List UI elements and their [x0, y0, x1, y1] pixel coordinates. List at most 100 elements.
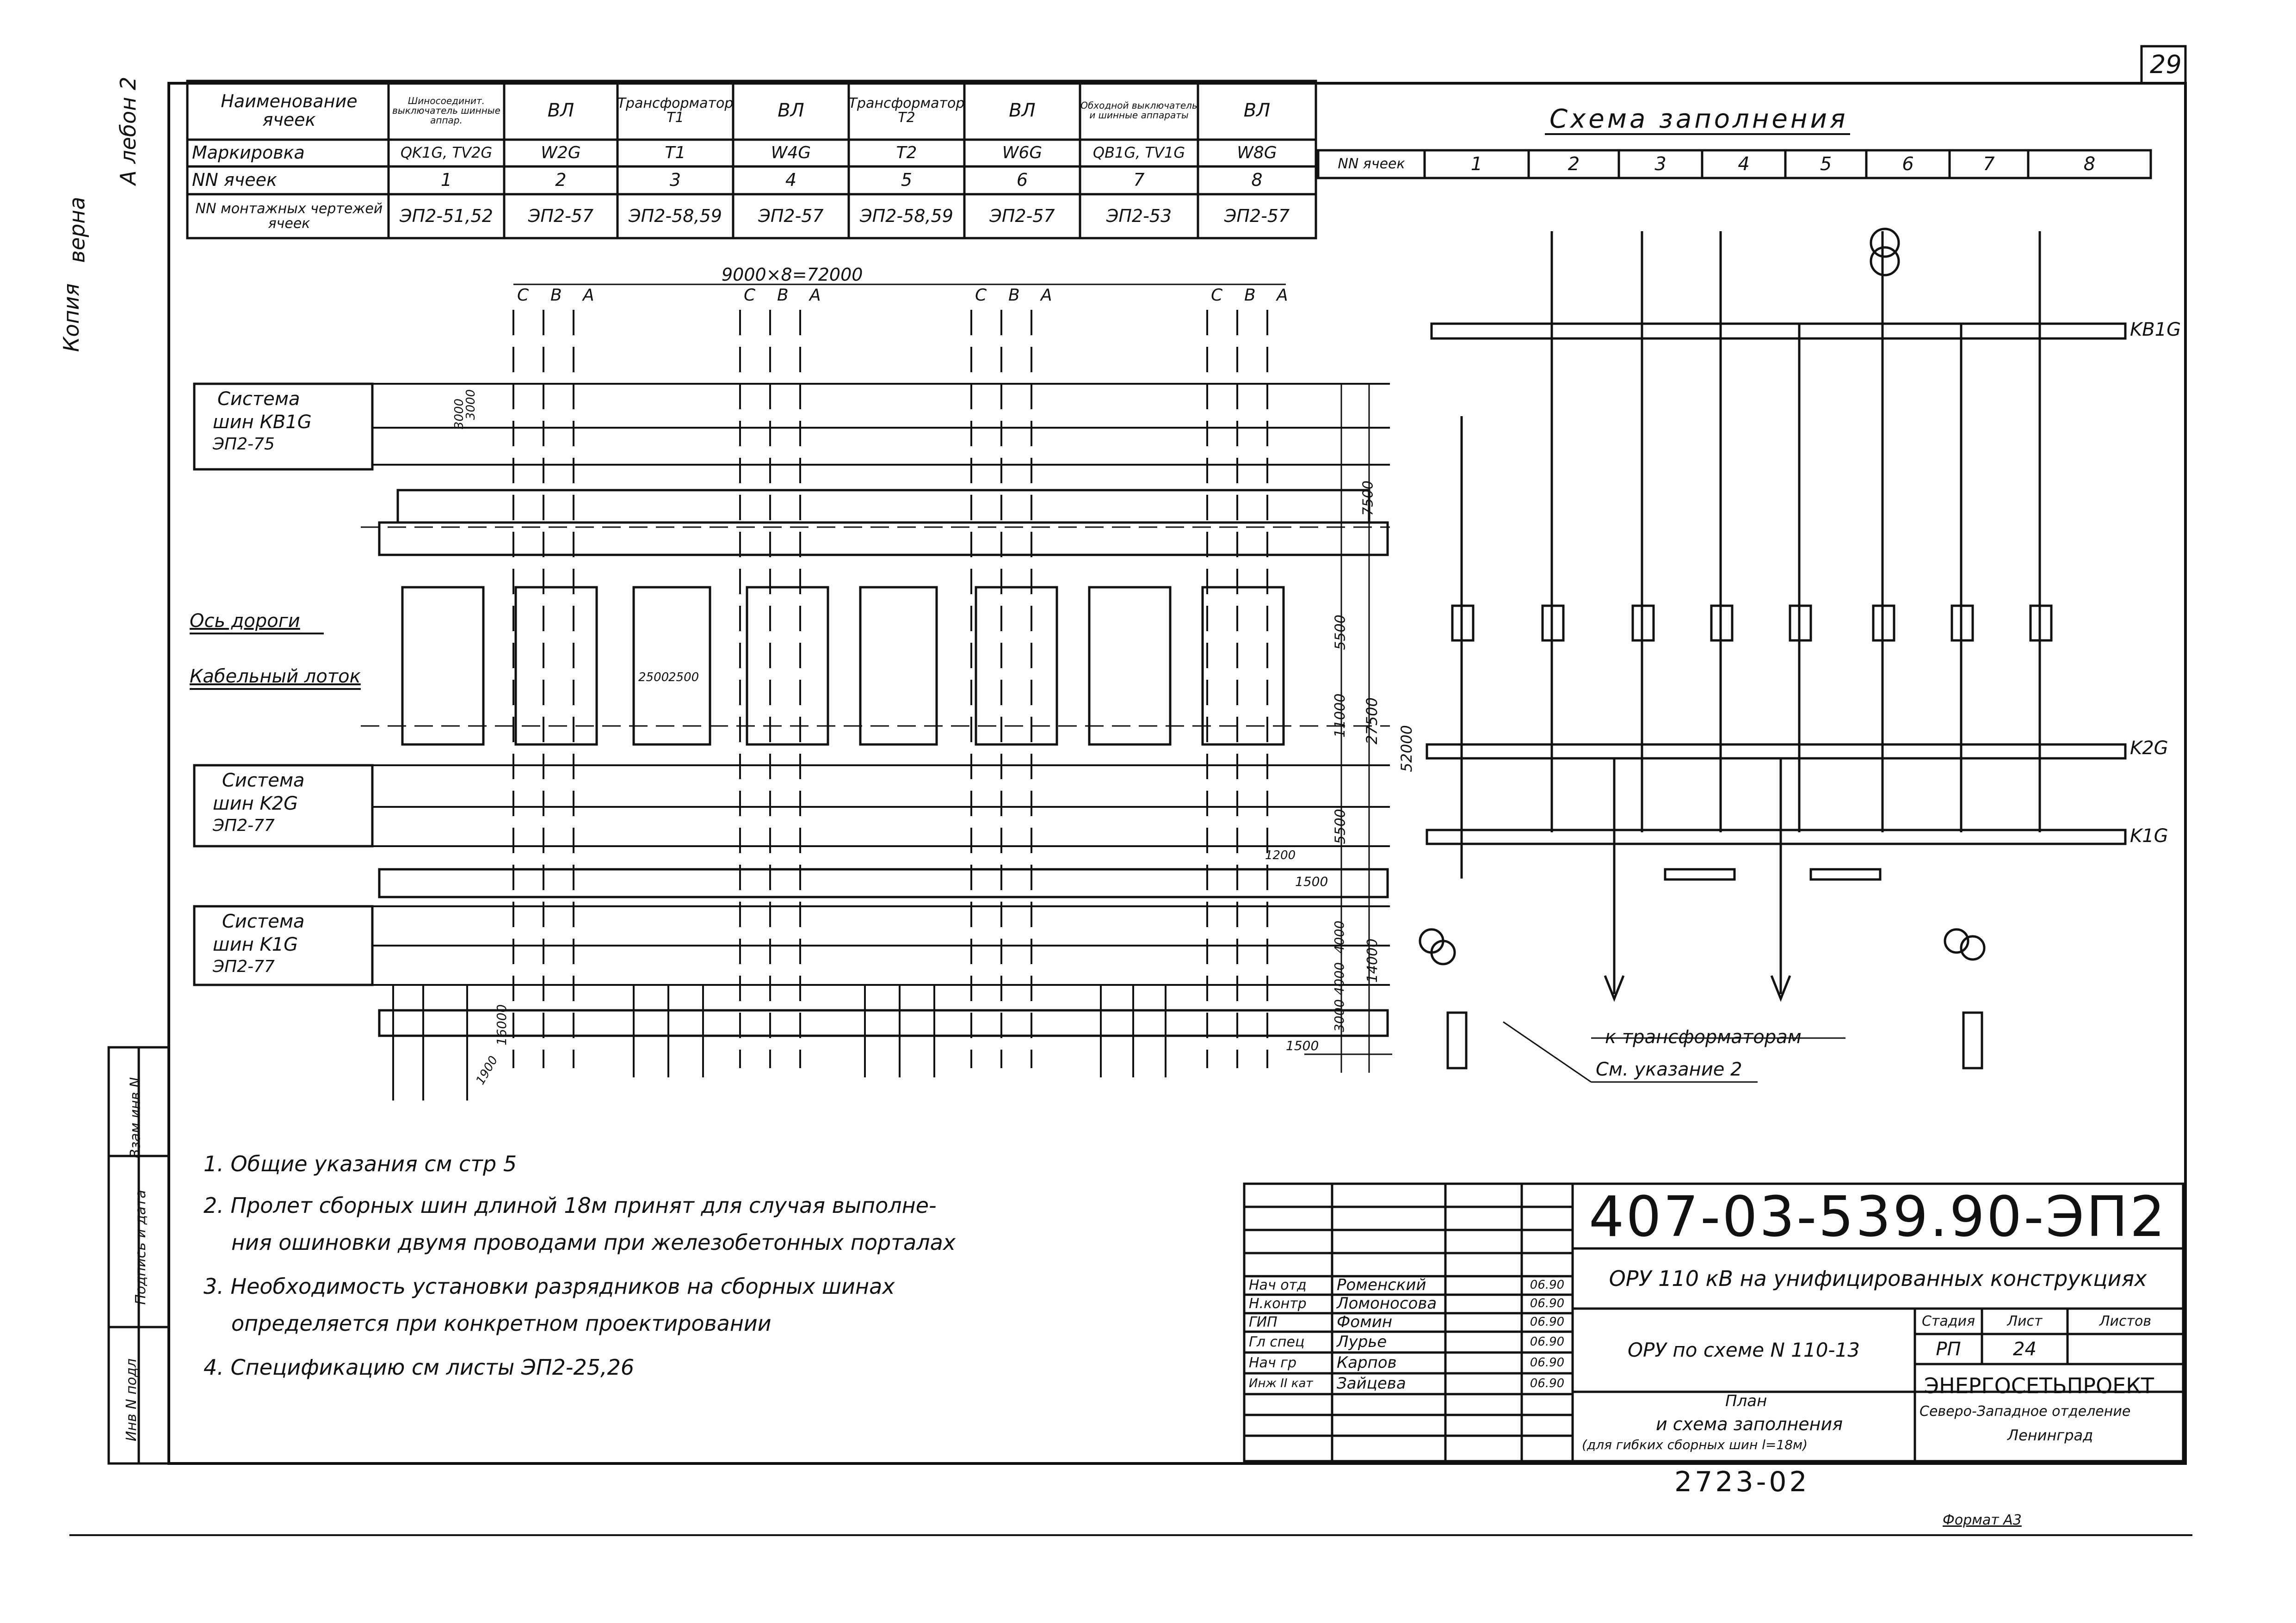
col-1-num: 1 [440, 170, 452, 191]
bus-label-kb1g: KB1G [2130, 319, 2181, 340]
col-2-mark: W2G [541, 143, 581, 163]
notes-block: 1. Общие указания см стр 5 2. Пролет сбо… [204, 1147, 1240, 1406]
dim-4000-a: 4000 [1332, 920, 1347, 954]
col-1-mark: QK1G, TV2G [400, 144, 493, 162]
phase-a: A [1277, 286, 1288, 305]
dim-small-14000: 14000 [1364, 938, 1381, 983]
col-2-drawing: ЭП2-57 [528, 205, 594, 226]
staff-row: Нач отд Роменский 06.90 [1244, 1276, 1573, 1295]
phase-b: B [1244, 286, 1256, 305]
phase-b: B [777, 286, 789, 305]
staff-date: 06.90 [1530, 1315, 1565, 1329]
staff-date: 06.90 [1530, 1278, 1565, 1292]
format-note: Формат А3 [1943, 1512, 2022, 1528]
phase-c: C [517, 286, 529, 305]
scheme-cell-3: 3 [1654, 154, 1666, 175]
bus-system-drawing: ЭП2-75 [213, 435, 275, 454]
phase-c: C [1211, 286, 1223, 305]
col-5-num: 5 [901, 170, 913, 191]
staff-role: ГИП [1249, 1314, 1278, 1331]
staff-role: Н.контр [1249, 1296, 1307, 1312]
phase-b: B [550, 286, 562, 305]
document-code: 407-03-539.90-ЭП2 [1589, 1186, 2167, 1248]
note-3-line-2: определяется при конкретном проектирован… [231, 1311, 772, 1336]
dim-1200: 1200 [1265, 848, 1296, 862]
bus-system-name: шин КВ1G [213, 412, 312, 433]
col-1-drawing: ЭП2-51,52 [400, 205, 493, 226]
margin-album-label: А лебон 2 [116, 76, 141, 185]
drawing-title: План и схема заполнения (для гибких сбор… [1573, 1392, 1915, 1461]
sheets-value [2068, 1334, 2183, 1364]
bus-system-name: шин K2G [213, 793, 298, 814]
dim-1500-a: 1500 [1295, 874, 1328, 889]
col-3-mark: T1 [665, 143, 686, 163]
object-title: ОРУ по схеме N 110-13 [1627, 1338, 1860, 1361]
col-1-name: Шиносоединит. выключатель шинные аппар. [392, 95, 500, 126]
org-branch: Северо-Западное отделение [1920, 1403, 2131, 1420]
org-name: ЭНЕРГОСЕТЬПРОЕКТ [1924, 1373, 2154, 1398]
dim-small-2500-a: 2500 [638, 670, 669, 684]
dim-5500-b: 5500 [1332, 809, 1349, 844]
staff-row: Н.контр Ломоносова 06.90 [1244, 1295, 1573, 1313]
col-2-name: ВЛ [547, 100, 574, 121]
dim-3000: 3000 [1332, 999, 1347, 1033]
scheme-cell-2: 2 [1568, 154, 1580, 175]
organization: ЭНЕРГОСЕТЬПРОЕКТ Северо-Западное отделен… [1915, 1364, 2183, 1461]
row-label-drawing: NN монтажных чертежей ячеек [195, 201, 383, 232]
bus-label-k2g: K2G [2130, 738, 2168, 759]
col-4-mark: W4G [771, 143, 811, 163]
col-5-drawing: ЭП2-58,59 [860, 205, 953, 226]
dim-11000: 11000 [1332, 693, 1349, 738]
staff-date: 06.90 [1530, 1355, 1565, 1370]
staff-date: 06.90 [1530, 1376, 1565, 1390]
col-6-num: 6 [1016, 170, 1028, 191]
archive-number: 2723-02 [1674, 1466, 1810, 1498]
col-7-mark: QB1G, TV1G [1092, 144, 1185, 162]
side-label-replaced: Взам.инв N [127, 1077, 144, 1159]
col-3-num: 3 [669, 170, 681, 191]
dim-1500-b: 1500 [1286, 1038, 1319, 1053]
staff-date: 06.90 [1530, 1334, 1565, 1349]
to-transformers-label: к трансформаторам [1605, 1027, 1802, 1048]
col-7-num: 7 [1133, 170, 1145, 191]
margin-copy-label: Копия верна [59, 65, 97, 388]
phase-b: B [1008, 286, 1020, 305]
dim-small-3000-b: 3000 [464, 389, 478, 420]
col-7-drawing: ЭП2-53 [1106, 205, 1172, 226]
note-1: 1. Общие указания см стр 5 [204, 1151, 517, 1176]
col-3-drawing: ЭП2-58,59 [629, 205, 722, 226]
sheet-label: Лист [2007, 1313, 2043, 1329]
cable-tray-label: Кабельный лоток [190, 666, 361, 687]
drawing-title-line-2: и схема заполнения [1656, 1414, 1843, 1434]
dim-small-16000: 16000 [494, 1004, 510, 1046]
staff-role: Нач гр [1249, 1354, 1297, 1371]
col-2-num: 2 [555, 170, 567, 191]
project-title: ОРУ 110 кВ на унифицированных конструкци… [1609, 1266, 2147, 1291]
sheets-label: Листов [2099, 1313, 2152, 1329]
side-label-inventory: Инв N подл [123, 1358, 140, 1442]
note-4: 4. Спецификацию см листы ЭП2-25,26 [204, 1355, 635, 1380]
scheme-cells-label: NN ячеек [1338, 156, 1405, 172]
dim-5500-a: 5500 [1332, 615, 1349, 650]
bus-label-k1g: K1G [2130, 825, 2168, 847]
staff-row: Нач гр Карпов 06.90 [1244, 1352, 1573, 1373]
note-2-line-2: ния ошиновки двумя проводами при железоб… [231, 1230, 956, 1255]
bus-system-drawing: ЭП2-77 [213, 957, 275, 976]
row-label-num: NN ячеек [192, 170, 277, 191]
margin-copy-word: Копия [59, 283, 84, 352]
col-3-name: Трансформатор Т1 [617, 95, 733, 126]
scheme-cell-6: 6 [1902, 154, 1914, 175]
staff-role: Инж II кат [1249, 1376, 1313, 1390]
dim-27500: 27500 [1363, 697, 1381, 744]
side-label-signature: Подпись и дата [132, 1190, 149, 1305]
scheme-cell-1: 1 [1470, 154, 1483, 175]
note-3-line-1: 3. Необходимость установки разрядников н… [204, 1274, 895, 1299]
bus-system-title: Система [217, 388, 300, 410]
col-7-name: Обходной выключатель и шинные аппараты [1080, 100, 1197, 121]
phase-a: A [583, 286, 594, 305]
staff-name: Фомин [1337, 1313, 1393, 1332]
phase-a: A [809, 286, 821, 305]
staff-role: Нач отд [1249, 1277, 1307, 1294]
see-note-2-label: См. указание 2 [1596, 1059, 1742, 1080]
